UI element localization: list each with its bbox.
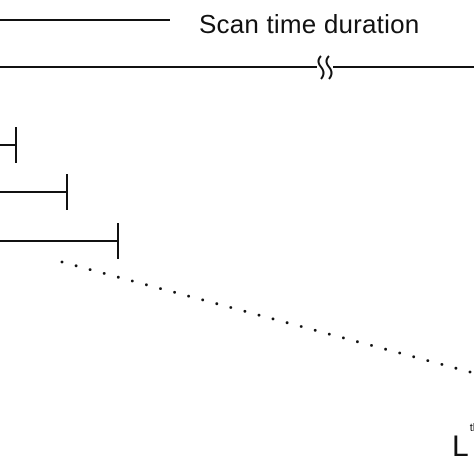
dot [159,287,162,290]
dot [130,279,134,283]
lth-label: Lth [452,423,474,463]
l-letter: L [452,430,469,463]
dot [229,306,233,309]
scan-bar-1 [0,127,17,163]
scan-time-duration-label: Scan time duration [199,9,420,39]
dot [299,325,303,328]
dot [454,366,458,370]
dot [384,347,387,351]
dot [257,313,261,317]
scan-bar-3 [0,223,119,259]
dot [271,317,275,321]
dot [116,275,120,279]
dot [102,272,106,275]
scan-bar-2 [0,174,68,210]
dot [285,321,289,325]
dotted-continuation [60,260,472,374]
dot [187,294,191,298]
dot [412,355,416,359]
dot [88,268,92,271]
dot [60,260,64,264]
dot [398,351,402,355]
break-mark [317,55,333,80]
dot [145,283,148,287]
dot [215,302,219,306]
dot [313,328,317,332]
dot [327,332,331,336]
dot [201,298,205,302]
dot [74,264,78,268]
dot [356,340,359,344]
dot [342,336,345,340]
dot [173,290,177,294]
dot [243,309,247,313]
dot [468,370,472,374]
dot [426,359,430,362]
dot [370,344,373,347]
dot [440,363,444,366]
th-superscript: th [469,422,474,434]
